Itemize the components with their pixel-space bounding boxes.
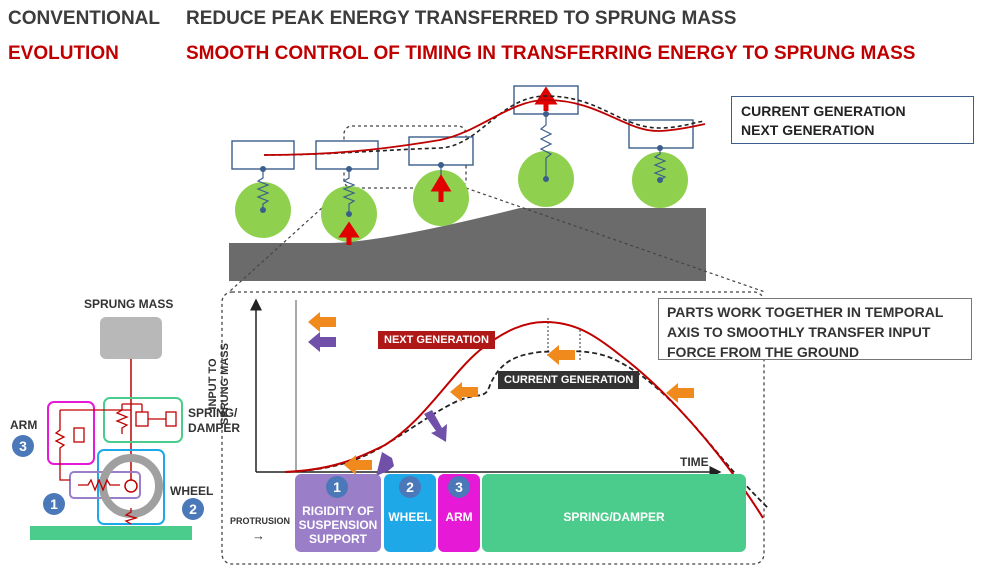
next-generation-tag: NEXT GENERATION (378, 331, 495, 349)
top-next-curve (263, 99, 706, 156)
support-badge: 1 (43, 493, 65, 515)
wheel-unit-5 (628, 119, 694, 208)
legend-box: CURRENT GENERATION NEXT GENERATION (731, 96, 974, 144)
legend-current-label: CURRENT GENERATION (741, 103, 906, 119)
wheel-unit-4 (513, 85, 579, 207)
road-surface (229, 208, 706, 281)
orange-arrows (308, 312, 694, 475)
note-line-2: AXIS TO SMOOTHLY TRANSFER INPUT (667, 324, 931, 340)
protrusion-arrow: → (252, 528, 265, 543)
header-key-conventional: CONVENTIONAL (8, 8, 160, 29)
stage-arm-label: ARM (445, 510, 473, 524)
stage-wheel-label: WHEEL (388, 510, 432, 524)
stage-wheel-badge: 2 (399, 476, 421, 498)
stage-rigidity: 1 RIGIDITY OF SUSPENSION SUPPORT (295, 474, 381, 552)
stage-arm: 3 ARM (438, 474, 480, 552)
x-axis-label: TIME (680, 455, 709, 469)
stage-rigidity-line-2: SUSPENSION (298, 518, 378, 532)
wheel-unit-3 (408, 136, 474, 226)
legend-next-label: NEXT GENERATION (741, 122, 875, 138)
stage-rigidity-badge: 1 (326, 476, 348, 498)
graph-next-curve (284, 320, 764, 519)
stage-wheel: 2 WHEEL (384, 474, 436, 552)
header-text-evolution: SMOOTH CONTROL OF TIMING IN TRANSFERRING… (186, 43, 916, 64)
suspension-schematic (30, 317, 192, 540)
stage-rigidity-line-1: RIGIDITY OF (302, 504, 374, 518)
arm-badge: 3 (12, 435, 34, 457)
header-key-evolution: EVOLUTION (8, 43, 119, 64)
wheel-unit-2 (315, 140, 379, 245)
wheel-label: WHEEL (170, 484, 214, 498)
spring-damper-label-1: SPRING/ (188, 406, 238, 420)
current-generation-tag: CURRENT GENERATION (498, 371, 640, 389)
stage-spring-damper-label: SPRING/DAMPER (563, 510, 665, 524)
header-text-conventional: REDUCE PEAK ENERGY TRANSFERRED TO SPRUNG… (186, 8, 737, 29)
y-axis-label: INPUT TO SPRUNG MASS (207, 320, 258, 460)
arm-label: ARM (10, 418, 38, 432)
note-line-1: PARTS WORK TOGETHER IN TEMPORAL (667, 304, 944, 320)
note-line-3: FORCE FROM THE GROUND (667, 344, 860, 360)
ground-plate (30, 526, 192, 540)
stage-spring-damper: SPRING/DAMPER (482, 474, 746, 552)
graph-frame (221, 291, 765, 565)
purple-arrows (308, 332, 447, 476)
protrusion-label: PROTRUSION (230, 516, 291, 526)
wheel-badge: 2 (182, 498, 204, 520)
sprung-mass-block (100, 317, 162, 359)
top-current-curve (263, 95, 706, 156)
stage-rigidity-line-3: SUPPORT (308, 532, 367, 546)
stage-arm-badge: 3 (448, 476, 470, 498)
sprung-mass-label: SPRUNG MASS (84, 297, 174, 311)
spring-damper-label-2: DAMPER (188, 421, 241, 435)
note-box: PARTS WORK TOGETHER IN TEMPORAL AXIS TO … (658, 298, 972, 360)
